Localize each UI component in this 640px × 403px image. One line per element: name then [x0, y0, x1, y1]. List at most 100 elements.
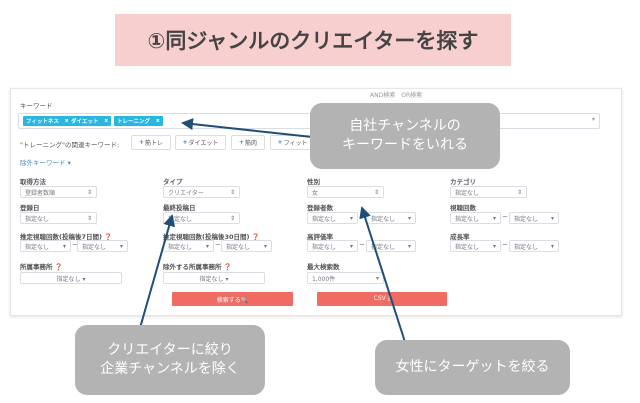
type-select[interactable]: クリエイター⇕	[163, 186, 240, 198]
method-label: 取得方法	[20, 178, 46, 186]
est7-from[interactable]: 指定なし▾	[20, 240, 71, 252]
est30-to[interactable]: 指定なし▾	[221, 240, 272, 252]
reg-date-select[interactable]: 指定なし⇕	[20, 212, 97, 224]
tag-remove-icon[interactable]: x	[156, 118, 160, 124]
banner-title: ①同ジャンルのクリエイターを探す	[147, 29, 479, 53]
plus-icon: +	[138, 139, 144, 146]
gender-label: 性別	[307, 178, 320, 186]
chevron-down-icon: ▾	[349, 242, 353, 250]
range-tilde: ~	[502, 213, 508, 221]
chevron-down-icon: ▾	[62, 242, 66, 250]
arrow-gender	[359, 206, 406, 343]
range-tilde: ~	[215, 241, 221, 249]
callout-creator: クリエイターに絞り 企業チャンネルを除く	[75, 325, 265, 395]
views-label: 視聴回数	[450, 204, 476, 212]
type-label: タイプ	[163, 178, 183, 186]
category-select[interactable]: 指定なし⇕	[450, 186, 527, 198]
related-keyword-button[interactable]: +筋トレ	[131, 135, 171, 150]
max-label: 最大検索数	[307, 263, 340, 271]
like-rate-label: 高評価率	[307, 233, 333, 241]
like-rate-to[interactable]: 指定なし▾	[366, 240, 416, 252]
agency-label: 所属事務所 ❓	[20, 263, 63, 271]
chevron-down-icon: ▾	[349, 214, 353, 222]
like-rate-from[interactable]: 指定なし▾	[307, 240, 358, 252]
chevron-down-icon: ▾	[591, 116, 595, 123]
plus-icon: +	[277, 139, 283, 146]
ex-agency-select[interactable]: 指定なし ▾	[163, 272, 265, 284]
ex-agency-label: 除外する所属事務所 ❓	[163, 263, 232, 271]
callout-gender: 女性にターゲットを絞る	[375, 340, 570, 395]
est30-label: 推定視聴回数(投稿後30日間) ❓	[163, 233, 260, 241]
views-from[interactable]: 指定なし▾	[450, 212, 501, 224]
radio-or[interactable]: OR検索	[401, 92, 423, 99]
last-post-label: 最終投稿日	[163, 204, 196, 212]
select-arrows-icon: ⇕	[86, 188, 92, 196]
max-select[interactable]: 1,000件▾	[307, 272, 384, 284]
related-keyword-label: フィット	[283, 140, 308, 147]
views-to[interactable]: 指定なし▾	[509, 212, 559, 224]
csv-button[interactable]: CSV ⤓	[317, 292, 447, 306]
growth-label: 成長率	[450, 233, 470, 241]
chevron-down-icon: ▾	[263, 242, 267, 250]
plus-icon: +	[182, 139, 188, 146]
radio-and[interactable]: AND検索	[370, 92, 396, 99]
est30-from[interactable]: 指定なし▾	[163, 240, 214, 252]
search-mode[interactable]: AND検索 OR検索	[370, 92, 422, 99]
select-arrows-icon: ⇕	[229, 188, 235, 196]
chevron-down-icon: ▾	[407, 214, 411, 222]
chevron-down-icon: ▾	[492, 242, 496, 250]
page-banner: ①同ジャンルのクリエイターを探す	[115, 14, 511, 66]
plus-icon: +	[238, 139, 244, 146]
agency-select[interactable]: 指定なし ▾	[20, 272, 122, 284]
subscribers-label: 登録者数	[307, 204, 333, 212]
chevron-down-icon: ▾	[205, 242, 209, 250]
related-keyword-label: 筋トレ	[145, 140, 164, 147]
select-arrows-icon: ⇕	[86, 214, 92, 222]
range-tilde: ~	[502, 241, 508, 249]
reg-date-label: 登録日	[20, 204, 40, 212]
subscribers-from[interactable]: 指定なし▾	[307, 212, 358, 224]
est7-to[interactable]: 指定なし▾	[77, 240, 128, 252]
chevron-down-icon: ▾	[375, 274, 379, 282]
help-icon: ❓	[104, 233, 113, 241]
range-tilde: ~	[359, 241, 365, 249]
category-label: カテゴリ	[450, 178, 476, 186]
growth-from[interactable]: 指定なし▾	[450, 240, 501, 252]
tag-label: フィットネス	[26, 119, 59, 125]
tag-remove-icon[interactable]: x	[64, 118, 69, 124]
subscribers-to[interactable]: 指定なし▾	[366, 212, 416, 224]
keyword-input[interactable]: ▾	[18, 113, 600, 129]
keyword-tag[interactable]: ダイエット x	[68, 116, 112, 126]
exclude-keyword-toggle[interactable]: 除外キーワード ▾	[20, 159, 71, 167]
keyword-label: キーワード	[20, 102, 53, 110]
chevron-down-icon: ▾	[119, 242, 123, 250]
callout-keyword: 自社チャンネルの キーワードをいれる	[310, 103, 500, 169]
tag-remove-icon[interactable]: x	[104, 118, 109, 124]
chevron-down-icon: ▾	[407, 242, 411, 250]
gender-select[interactable]: 女⇕	[307, 186, 384, 198]
tag-label: ダイエット	[71, 119, 99, 125]
select-arrows-icon: ⇕	[373, 188, 379, 196]
keyword-tag[interactable]: フィットネス x	[23, 116, 72, 126]
tag-label: トレーニング	[117, 119, 151, 125]
help-icon: ❓	[54, 263, 63, 271]
growth-to[interactable]: 指定なし▾	[509, 240, 559, 252]
chevron-down-icon: ▾	[550, 242, 554, 250]
search-button[interactable]: 検索する🔍	[172, 292, 293, 306]
related-keyword-label: ダイエット	[188, 140, 219, 147]
chevron-down-icon: ▾	[550, 214, 554, 222]
method-select[interactable]: 登録者数順⇕	[20, 186, 97, 198]
last-post-select[interactable]: 指定なし⇕	[163, 212, 240, 224]
related-keyword-label: 筋肉	[245, 140, 258, 147]
related-keyword-button[interactable]: +筋肉	[231, 135, 265, 150]
keyword-tag[interactable]: トレーニング x	[114, 116, 163, 126]
select-arrows-icon: ⇕	[229, 214, 235, 222]
help-icon: ❓	[223, 263, 232, 271]
est7-label: 推定視聴回数(投稿後7日間) ❓	[20, 233, 113, 241]
range-tilde: ~	[72, 241, 78, 249]
related-keyword-button[interactable]: +ダイエット	[175, 135, 226, 150]
chevron-down-icon: ▾	[492, 214, 496, 222]
help-icon: ❓	[251, 233, 260, 241]
related-label: "トレーニング"の関連キーワード:	[20, 141, 120, 149]
